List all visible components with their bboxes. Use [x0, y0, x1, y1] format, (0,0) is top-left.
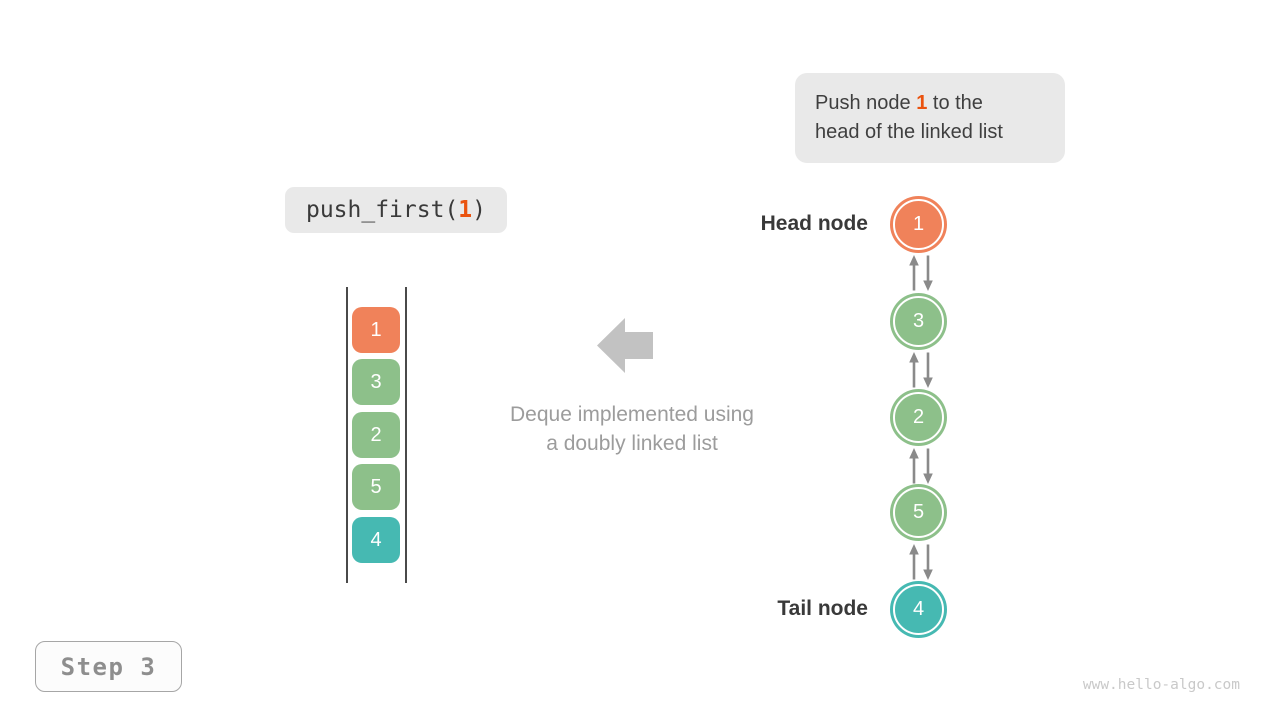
stack-cell: 3 [352, 359, 400, 405]
bidirectional-arrows-icon [909, 448, 933, 484]
callout-text-post: to the [927, 92, 983, 114]
left-block-arrow-icon [597, 318, 653, 373]
callout-highlight-value: 1 [916, 92, 928, 114]
stack-cell: 2 [352, 412, 400, 458]
watermark-url: www.hello-algo.com [1082, 677, 1240, 693]
code-text-post: ) [472, 197, 487, 223]
stack-right-wall [405, 287, 407, 583]
list-node: 2 [893, 392, 944, 443]
stack-left-wall [346, 287, 348, 583]
bidirectional-arrows-icon [909, 544, 933, 580]
tail-node-label: Tail node [777, 597, 868, 620]
list-node: 5 [893, 487, 944, 538]
head-node-label: Head node [760, 212, 868, 235]
callout-push-node: Push node 1 to the head of the linked li… [795, 73, 1065, 163]
callout-text-pre: Push node [815, 92, 917, 114]
code-text-pre: push_first( [305, 197, 459, 223]
code-highlight-value: 1 [458, 197, 473, 223]
callout-line2: head of the linked list [815, 121, 1003, 143]
stack-cell: 5 [352, 464, 400, 510]
list-node: 4 [893, 584, 944, 635]
step-badge: Step 3 [35, 641, 182, 692]
list-node: 3 [893, 296, 944, 347]
stack-cell: 4 [352, 517, 400, 563]
push-first-code-badge: push_first(1) [285, 187, 507, 233]
callout-line1: Push node 1 to the [815, 89, 1065, 118]
bidirectional-arrows-icon [909, 352, 933, 388]
deque-caption: Deque implemented using a doubly linked … [510, 403, 754, 455]
bidirectional-arrows-icon [909, 255, 933, 291]
stack-cell: 1 [352, 307, 400, 353]
list-node: 1 [893, 199, 944, 250]
